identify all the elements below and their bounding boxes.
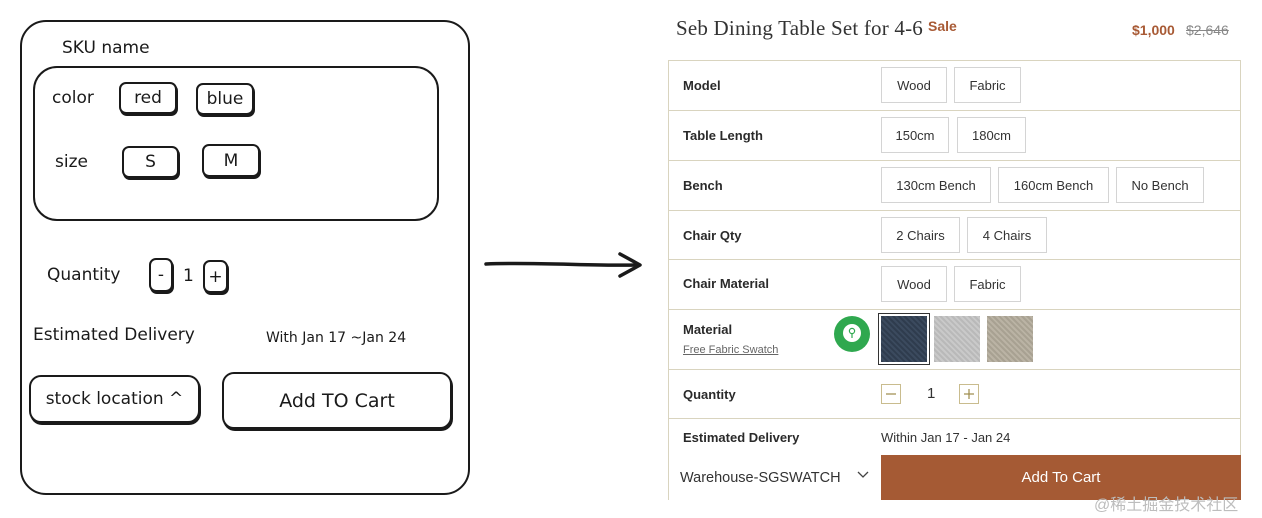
option-chairs-2[interactable]: 2 Chairs [881, 217, 960, 253]
swatch-navy[interactable] [878, 313, 930, 365]
watermark: @稀土掘金技术社区 [1094, 497, 1239, 514]
row-label-delivery: Estimated Delivery [683, 430, 800, 445]
wireframe-stock-location[interactable]: stock location ^ [29, 375, 200, 423]
option-model-wood[interactable]: Wood [881, 67, 947, 103]
wireframe-quantity-plus[interactable]: + [203, 260, 228, 293]
row-model: Model Wood Fabric [669, 61, 1240, 111]
quantity-value: 1 [927, 385, 936, 402]
chat-bubble-icon[interactable] [834, 316, 870, 352]
swatch-grey[interactable] [934, 316, 980, 362]
option-chair-material-fabric[interactable]: Fabric [954, 266, 1021, 302]
option-bench-130[interactable]: 130cm Bench [881, 167, 991, 203]
plus-icon [964, 389, 974, 399]
option-length-150[interactable]: 150cm [881, 117, 949, 153]
row-label-chair-qty: Chair Qty [683, 228, 742, 243]
original-price: $2,646 [1186, 22, 1229, 38]
option-model-fabric[interactable]: Fabric [954, 67, 1021, 103]
row-label-quantity: Quantity [683, 387, 736, 402]
option-length-180[interactable]: 180cm [957, 117, 1026, 153]
chevron-down-icon [857, 471, 869, 478]
add-to-cart-button[interactable]: Add To Cart [881, 455, 1241, 500]
product-title: Seb Dining Table Set for 4-6 [676, 16, 923, 40]
row-label-table-length: Table Length [683, 128, 763, 143]
wireframe-sku-name: SKU name [62, 38, 150, 58]
row-material: Material Free Fabric Swatch [669, 310, 1240, 370]
wireframe-size-label: size [55, 152, 88, 172]
wireframe-color-red[interactable]: red [119, 82, 177, 114]
row-label-bench: Bench [683, 178, 723, 193]
wireframe-delivery-label: Estimated Delivery [33, 325, 195, 345]
arrow-right-icon [484, 252, 642, 278]
variant-table: Model Wood Fabric Table Length 150cm 180… [668, 60, 1241, 500]
row-delivery: Estimated Delivery Within Jan 17 - Jan 2… [669, 419, 1240, 455]
price: $1,000 [1132, 22, 1175, 38]
option-bench-none[interactable]: No Bench [1116, 167, 1204, 203]
wireframe-card [20, 20, 470, 495]
wireframe-delivery-value: With Jan 17 ~Jan 24 [266, 330, 407, 346]
row-label-material: Material [683, 322, 733, 337]
wireframe-add-to-cart[interactable]: Add TO Cart [222, 372, 452, 429]
row-table-length: Table Length 150cm 180cm [669, 111, 1240, 161]
wireframe-size-m[interactable]: M [202, 144, 260, 177]
wireframe-quantity-minus[interactable]: - [149, 258, 173, 292]
option-chairs-4[interactable]: 4 Chairs [967, 217, 1047, 253]
warehouse-select[interactable]: Warehouse-SGSWATCH [669, 455, 881, 500]
option-bench-160[interactable]: 160cm Bench [998, 167, 1109, 203]
row-chair-material: Chair Material Wood Fabric [669, 260, 1240, 310]
row-label-chair-material: Chair Material [683, 276, 769, 291]
row-bench: Bench 130cm Bench 160cm Bench No Bench [669, 161, 1240, 211]
option-chair-material-wood[interactable]: Wood [881, 266, 947, 302]
swatch-taupe[interactable] [987, 316, 1033, 362]
row-quantity: Quantity 1 [669, 370, 1240, 419]
quantity-minus-button[interactable] [881, 384, 901, 404]
wireframe-quantity-label: Quantity [47, 265, 121, 285]
wireframe-options-box [33, 66, 439, 221]
free-fabric-swatch-link[interactable]: Free Fabric Swatch [683, 344, 779, 356]
chat-bubble-inner [843, 324, 861, 342]
wireframe-size-s[interactable]: S [122, 146, 179, 178]
wireframe-color-label: color [52, 88, 94, 108]
wireframe-quantity-value: 1 [183, 266, 194, 286]
wireframe-color-blue[interactable]: blue [196, 83, 254, 115]
row-chair-qty: Chair Qty 2 Chairs 4 Chairs [669, 211, 1240, 260]
row-label-model: Model [683, 78, 721, 93]
delivery-value: Within Jan 17 - Jan 24 [881, 430, 1011, 445]
quantity-plus-button[interactable] [959, 384, 979, 404]
minus-icon [886, 393, 896, 395]
sale-badge: Sale [928, 18, 957, 34]
